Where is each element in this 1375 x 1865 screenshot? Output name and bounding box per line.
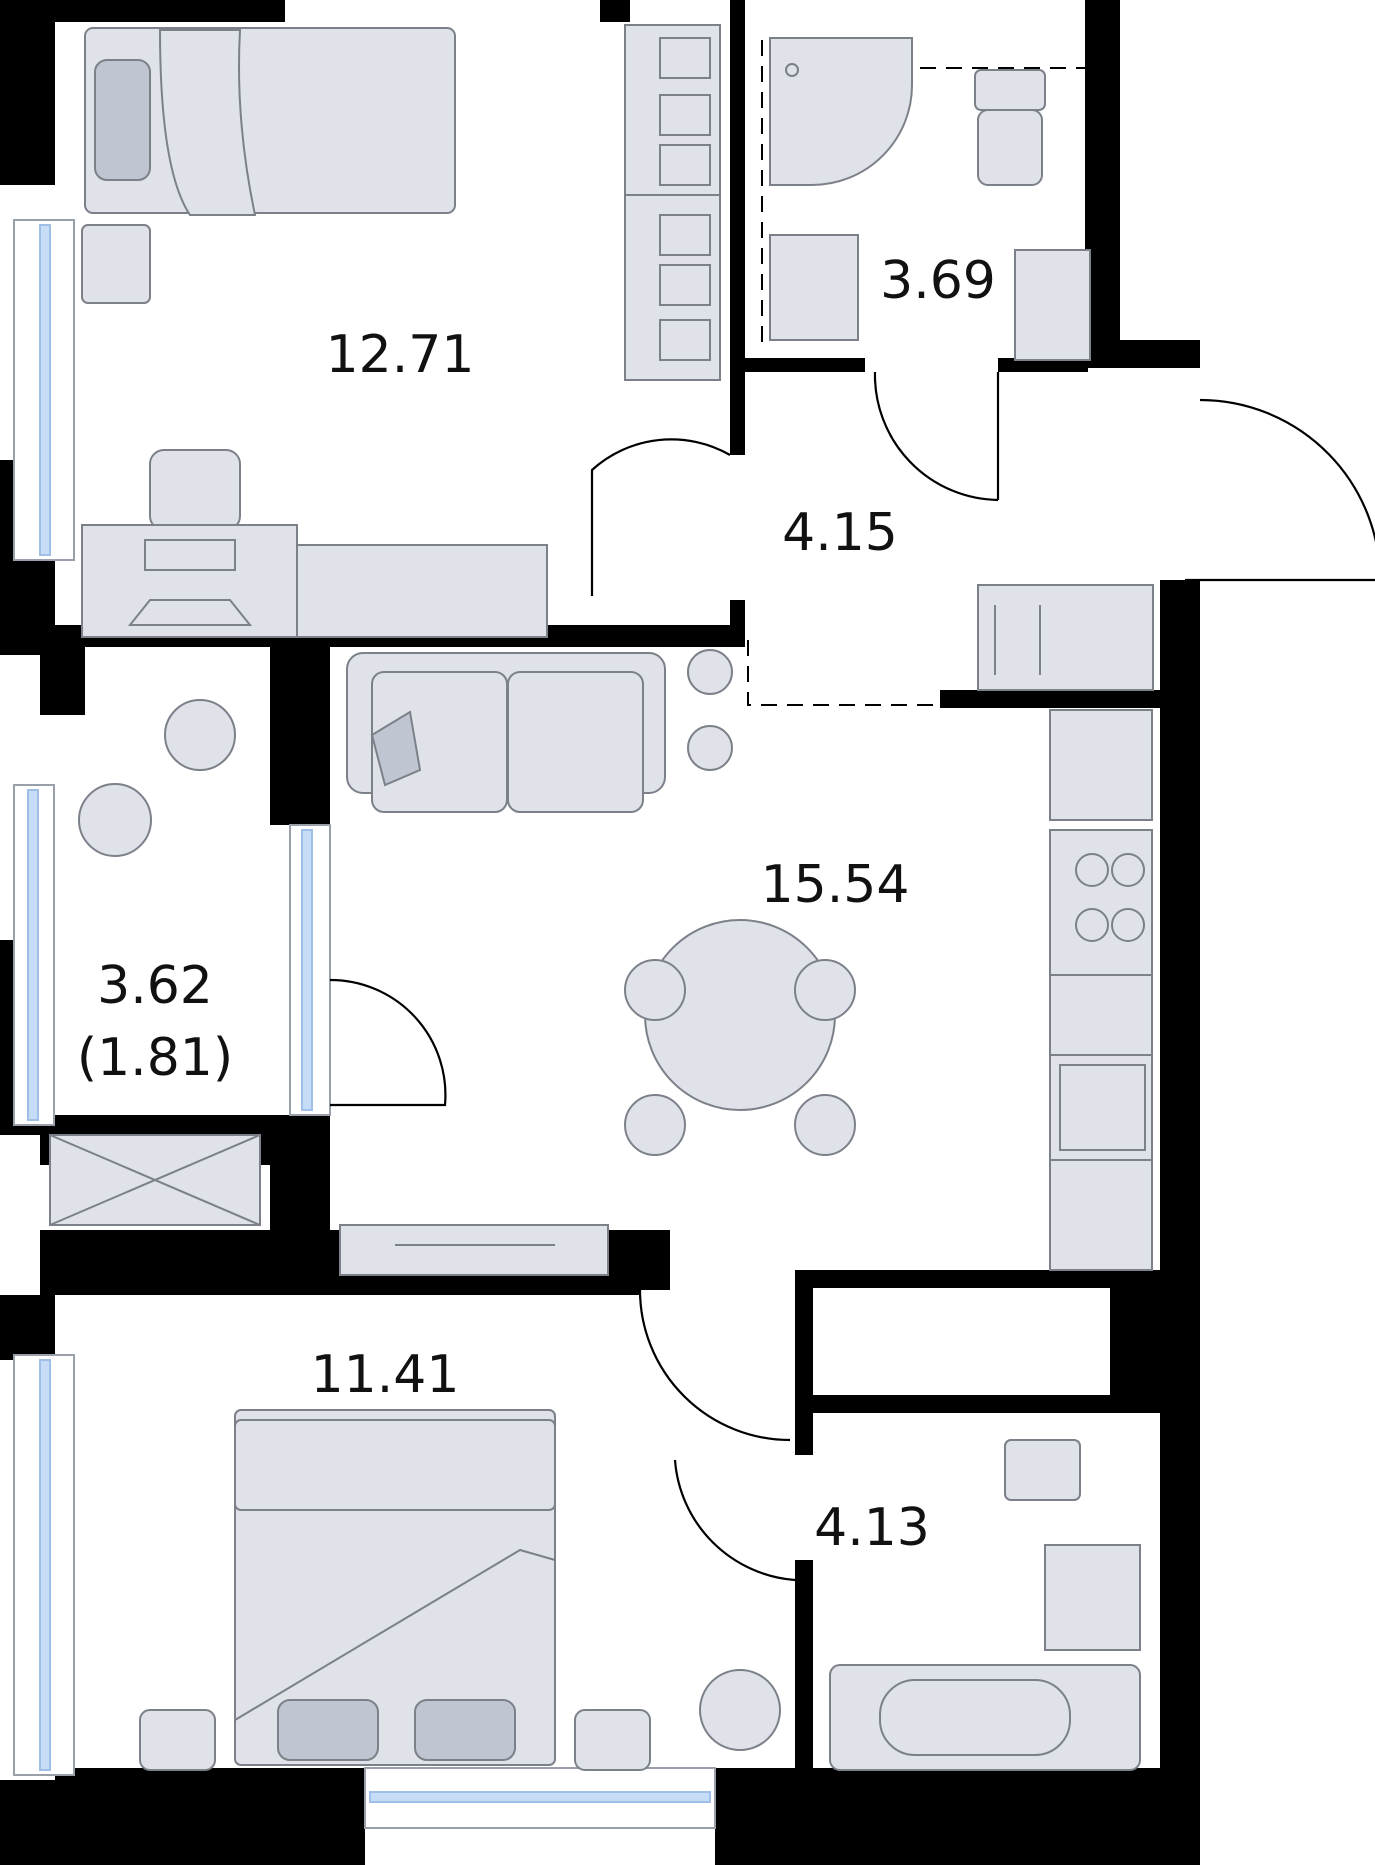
tv-unit	[339, 1224, 609, 1276]
kitchen-sink	[1049, 1054, 1153, 1161]
keyboard	[144, 539, 236, 571]
balcony-furniture	[49, 699, 261, 1226]
shoe-cabinet	[977, 584, 1154, 691]
area-bathroom-1: 3.69	[880, 251, 996, 311]
dining-chair-2	[794, 959, 856, 1021]
shower	[769, 37, 913, 186]
toilet-2	[1004, 1439, 1081, 1501]
nightstand-1	[81, 224, 151, 304]
area-balcony: 3.62	[97, 956, 213, 1016]
floor-lamp	[687, 649, 733, 695]
dining-chair-4	[794, 1094, 856, 1156]
cushion	[370, 710, 422, 787]
plant	[699, 1669, 781, 1751]
windows	[13, 219, 716, 1829]
fridge	[1049, 709, 1153, 821]
bedroom-2-furniture	[139, 1409, 781, 1771]
area-bedroom-1: 12.71	[326, 325, 475, 385]
hallway-furniture	[977, 584, 1154, 691]
toilet-1	[974, 69, 1046, 111]
cabinet-1	[296, 544, 548, 638]
bedroom-1-furniture	[81, 24, 721, 638]
doors	[329, 371, 1375, 1582]
pillow-2	[277, 1699, 379, 1761]
bathtub	[829, 1664, 1141, 1771]
area-labels: 12.71 3.69 4.15 15.54 3.62 (1.81) 11.41 …	[77, 251, 996, 1558]
area-living-kitchen: 15.54	[761, 855, 910, 915]
balcony-table	[78, 783, 152, 857]
area-bathroom-2: 4.13	[814, 1498, 930, 1558]
dishwasher	[1049, 1159, 1153, 1271]
washing-machine	[1014, 249, 1091, 361]
balcony-chair	[164, 699, 236, 771]
area-balcony-reduced: (1.81)	[77, 1028, 233, 1088]
counter	[1049, 974, 1153, 1056]
dining-chair-1	[624, 959, 686, 1021]
nightstand-3	[574, 1709, 651, 1771]
area-bedroom-2: 11.41	[311, 1345, 460, 1405]
kitchen-furniture	[1049, 709, 1153, 1271]
pillow-3	[414, 1699, 516, 1761]
chair-1	[149, 449, 241, 531]
nightstand-2	[139, 1709, 216, 1771]
bathroom-2-furniture	[829, 1439, 1141, 1771]
sink-1	[769, 234, 859, 341]
area-hallway: 4.15	[782, 503, 898, 563]
dining-chair-3	[624, 1094, 686, 1156]
living-furniture	[339, 649, 856, 1276]
dashed-boundaries	[747, 40, 1088, 706]
pillow-1	[94, 59, 151, 181]
dining-table	[644, 919, 836, 1111]
desk-1	[81, 524, 298, 638]
stove	[1049, 829, 1153, 976]
bathroom-1-furniture	[769, 37, 1091, 361]
sink-2	[1044, 1544, 1141, 1651]
